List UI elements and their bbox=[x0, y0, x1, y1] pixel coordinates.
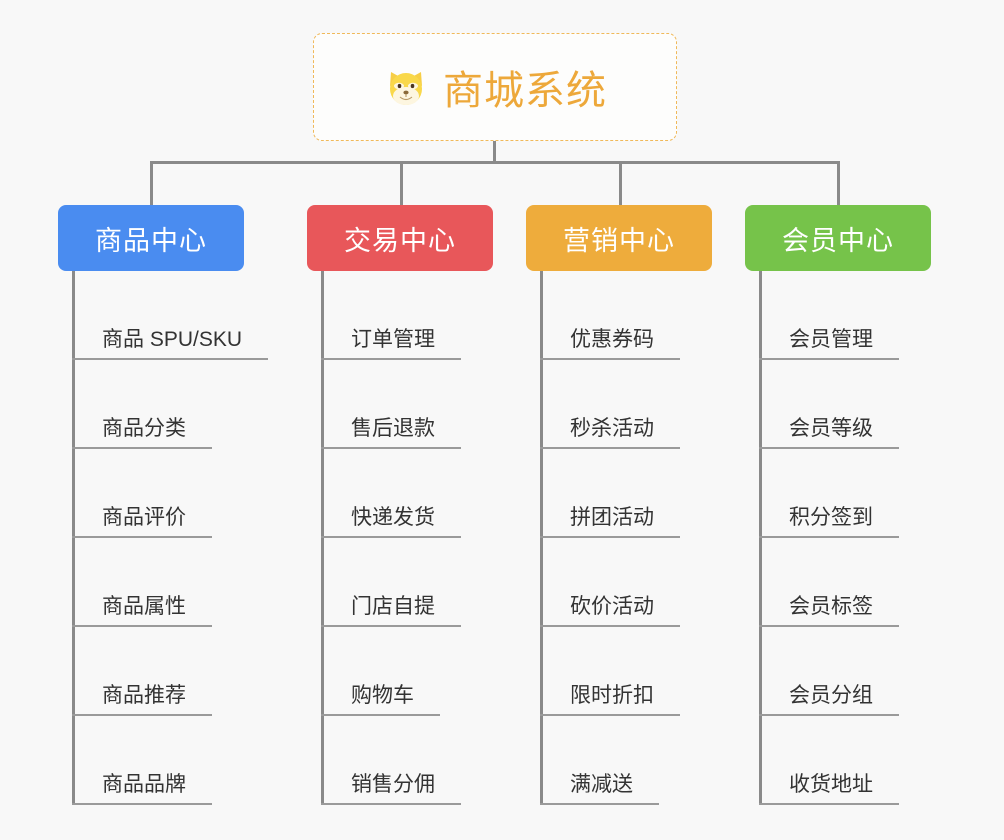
connector-drop-3 bbox=[619, 161, 622, 205]
connector-drop-4 bbox=[837, 161, 840, 205]
leaf-label: 秒杀活动 bbox=[540, 417, 680, 449]
leaf-label: 商品评价 bbox=[72, 506, 212, 538]
leaf-item[interactable]: 商品推荐 bbox=[72, 627, 244, 716]
branch-spine-3 bbox=[540, 271, 543, 805]
shiba-dog-icon bbox=[383, 64, 429, 110]
branch-leaves-1: 商品 SPU/SKU 商品分类 商品评价 商品属性 商品推荐 商品品牌 bbox=[58, 271, 269, 805]
leaf-item[interactable]: 商品属性 bbox=[72, 538, 244, 627]
root-node[interactable]: 商城系统 bbox=[313, 33, 677, 141]
leaf-item[interactable]: 秒杀活动 bbox=[540, 360, 712, 449]
branch-header-1[interactable]: 商品中心 bbox=[58, 205, 244, 271]
branch-column-4: 会员中心 会员管理 会员等级 积分签到 会员标签 会员分组 收货地址 bbox=[745, 205, 931, 805]
leaf-item[interactable]: 限时折扣 bbox=[540, 627, 712, 716]
leaf-label: 门店自提 bbox=[321, 595, 461, 627]
leaf-label: 积分签到 bbox=[759, 506, 899, 538]
leaf-label: 拼团活动 bbox=[540, 506, 680, 538]
leaf-item[interactable]: 会员管理 bbox=[759, 271, 931, 360]
branch-header-3[interactable]: 营销中心 bbox=[526, 205, 712, 271]
leaf-label: 收货地址 bbox=[759, 773, 899, 805]
leaf-label: 商品推荐 bbox=[72, 684, 212, 716]
leaf-label: 砍价活动 bbox=[540, 595, 680, 627]
branch-leaves-4: 会员管理 会员等级 积分签到 会员标签 会员分组 收货地址 bbox=[745, 271, 931, 805]
connector-drop-1 bbox=[150, 161, 153, 205]
leaf-item[interactable]: 订单管理 bbox=[321, 271, 493, 360]
branch-column-1: 商品中心 商品 SPU/SKU 商品分类 商品评价 商品属性 商品推荐 商品品牌 bbox=[58, 205, 269, 805]
leaf-item[interactable]: 快递发货 bbox=[321, 449, 493, 538]
leaf-label: 销售分佣 bbox=[321, 773, 461, 805]
branch-leaves-2: 订单管理 售后退款 快递发货 门店自提 购物车 销售分佣 bbox=[307, 271, 493, 805]
leaf-item[interactable]: 销售分佣 bbox=[321, 716, 493, 805]
connector-drop-2 bbox=[400, 161, 403, 205]
leaf-label: 购物车 bbox=[321, 684, 440, 716]
leaf-item[interactable]: 售后退款 bbox=[321, 360, 493, 449]
leaf-item[interactable]: 商品评价 bbox=[72, 449, 244, 538]
leaf-item[interactable]: 会员分组 bbox=[759, 627, 931, 716]
branch-header-label-1: 商品中心 bbox=[95, 225, 207, 256]
leaf-label: 会员等级 bbox=[759, 417, 899, 449]
branch-column-3: 营销中心 优惠券码 秒杀活动 拼团活动 砍价活动 限时折扣 满减送 bbox=[526, 205, 712, 805]
leaf-label: 会员管理 bbox=[759, 328, 899, 360]
leaf-label: 限时折扣 bbox=[540, 684, 680, 716]
branch-header-label-4: 会员中心 bbox=[782, 225, 894, 256]
leaf-item[interactable]: 拼团活动 bbox=[540, 449, 712, 538]
leaf-item[interactable]: 商品分类 bbox=[72, 360, 244, 449]
leaf-item[interactable]: 会员标签 bbox=[759, 538, 931, 627]
branch-header-4[interactable]: 会员中心 bbox=[745, 205, 931, 271]
leaf-label: 商品分类 bbox=[72, 417, 212, 449]
leaf-item[interactable]: 门店自提 bbox=[321, 538, 493, 627]
leaf-item[interactable]: 收货地址 bbox=[759, 716, 931, 805]
leaf-item[interactable]: 砍价活动 bbox=[540, 538, 712, 627]
leaf-label: 售后退款 bbox=[321, 417, 461, 449]
branch-spine-4 bbox=[759, 271, 762, 805]
leaf-label: 商品属性 bbox=[72, 595, 212, 627]
leaf-label: 商品 SPU/SKU bbox=[72, 328, 269, 360]
leaf-label: 满减送 bbox=[540, 773, 659, 805]
root-title: 商城系统 bbox=[443, 69, 607, 113]
branch-spine-2 bbox=[321, 271, 324, 805]
branch-leaves-3: 优惠券码 秒杀活动 拼团活动 砍价活动 限时折扣 满减送 bbox=[526, 271, 712, 805]
leaf-label: 快递发货 bbox=[321, 506, 461, 538]
branch-header-label-3: 营销中心 bbox=[563, 225, 675, 256]
connector-horizontal-bus bbox=[150, 161, 840, 164]
branch-spine-1 bbox=[72, 271, 75, 805]
branch-header-label-2: 交易中心 bbox=[344, 225, 456, 256]
leaf-item[interactable]: 购物车 bbox=[321, 627, 493, 716]
branch-column-2: 交易中心 订单管理 售后退款 快递发货 门店自提 购物车 销售分佣 bbox=[307, 205, 493, 805]
leaf-label: 商品品牌 bbox=[72, 773, 212, 805]
leaf-label: 会员标签 bbox=[759, 595, 899, 627]
leaf-item[interactable]: 优惠券码 bbox=[540, 271, 712, 360]
connector-root-stem bbox=[493, 141, 496, 163]
branch-header-2[interactable]: 交易中心 bbox=[307, 205, 493, 271]
leaf-label: 优惠券码 bbox=[540, 328, 680, 360]
leaf-label: 会员分组 bbox=[759, 684, 899, 716]
leaf-item[interactable]: 商品 SPU/SKU bbox=[72, 271, 269, 360]
leaf-item[interactable]: 满减送 bbox=[540, 716, 712, 805]
leaf-item[interactable]: 积分签到 bbox=[759, 449, 931, 538]
leaf-item[interactable]: 会员等级 bbox=[759, 360, 931, 449]
leaf-item[interactable]: 商品品牌 bbox=[72, 716, 244, 805]
leaf-label: 订单管理 bbox=[321, 328, 461, 360]
